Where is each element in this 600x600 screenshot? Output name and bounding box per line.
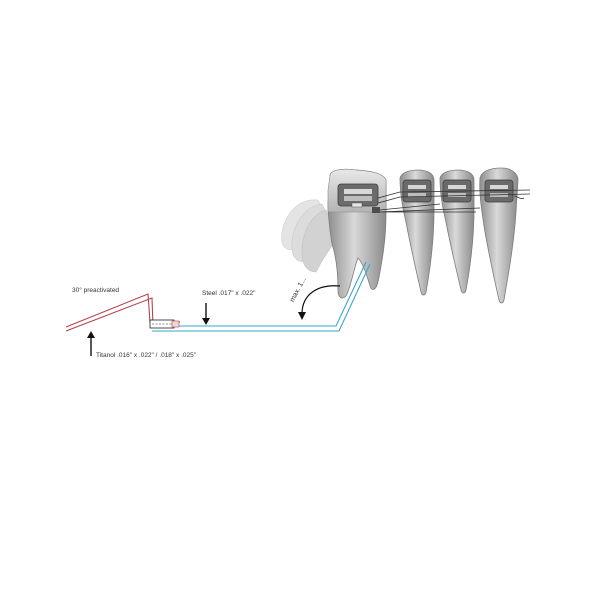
- archwire: [377, 189, 531, 213]
- preactivated-label: 30° preactivated: [72, 287, 120, 294]
- titanol-arrow-icon: [87, 331, 95, 356]
- molar-band-tube: [337, 183, 380, 213]
- titanol-wire-label: Titanol .016" x .022" / .018" x .025": [96, 352, 197, 359]
- connector-crimp: [149, 319, 180, 329]
- uprighting-arrow-icon: [298, 285, 341, 320]
- steel-arrow-icon: [202, 303, 210, 325]
- steel-wire: [152, 261, 371, 332]
- steel-wire-label: Steel .017" x .022": [202, 290, 256, 297]
